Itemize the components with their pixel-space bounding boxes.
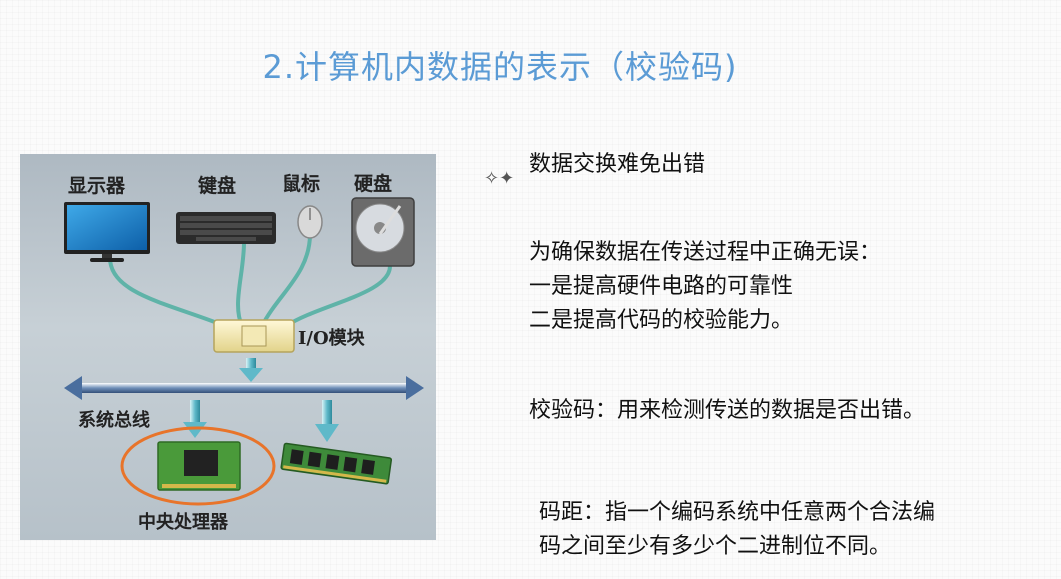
system-bus-arrow — [64, 376, 424, 400]
cpu-highlight-ring — [120, 426, 276, 506]
io-to-bus-arrow — [239, 358, 263, 382]
monitor-cable — [108, 256, 227, 328]
sparkle-icon: ✧✦ — [484, 168, 515, 189]
text-improve-code-check: 二是提高代码的校验能力。 — [529, 308, 794, 333]
computer-architecture-diagram: 显示器 键盘 鼠标 硬盘 — [20, 154, 436, 540]
harddisk-label: 硬盘 — [354, 172, 392, 195]
keyboard-icon — [176, 212, 276, 244]
monitor-label: 显示器 — [68, 175, 126, 197]
keyboard-cable — [236, 240, 246, 328]
text-data-exchange-error: 数据交换难免出错 — [529, 152, 706, 177]
text-code-distance-line2: 码之间至少有多少个二进制位不同。 — [539, 534, 892, 559]
memory-module-icon — [280, 442, 393, 485]
mouse-label: 鼠标 — [282, 172, 320, 195]
io-module-icon — [213, 319, 295, 353]
monitor-icon — [64, 202, 150, 262]
system-bus-label: 系统总线 — [78, 409, 150, 431]
text-code-distance-line1: 码距：指一个编码系统中任意两个合法编 — [539, 500, 936, 525]
harddisk-cable — [284, 264, 392, 328]
text-improve-hardware: 一是提高硬件电路的可靠性 — [529, 274, 794, 299]
slide-title: 2.计算机内数据的表示（校验码) — [262, 48, 738, 86]
cpu-label: 中央处理器 — [138, 511, 229, 533]
io-module-label: I/O模块 — [298, 327, 366, 349]
text-ensure-correct: 为确保数据在传送过程中正确无误： — [529, 240, 882, 265]
cables — [108, 232, 392, 328]
cpu-chip-icon — [157, 441, 241, 491]
bus-to-cpu-arrow — [183, 400, 207, 438]
bus-to-memory-arrow — [315, 400, 339, 442]
mouse-cable — [260, 232, 312, 328]
harddisk-icon — [351, 197, 415, 267]
mouse-icon — [297, 205, 323, 239]
keyboard-label: 键盘 — [197, 174, 236, 197]
text-check-code-definition: 校验码：用来检测传送的数据是否出错。 — [529, 398, 926, 423]
